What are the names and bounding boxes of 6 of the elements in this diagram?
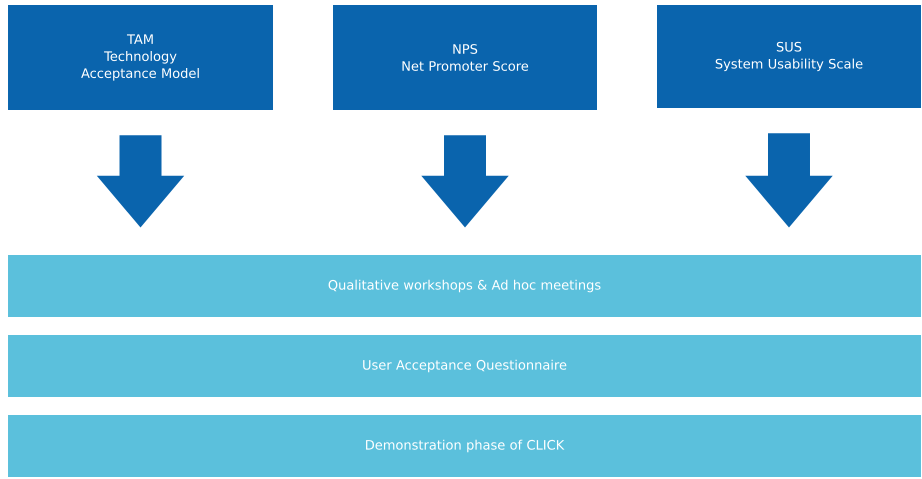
- phase-band: Qualitative workshops & Ad hoc meetings: [8, 255, 921, 317]
- model-box: SUS System Usability Scale: [657, 5, 921, 108]
- phase-band: User Acceptance Questionnaire: [8, 334, 921, 397]
- phase-band: Demonstration phase of CLICK: [8, 414, 921, 477]
- model-box: TAM Technology Acceptance Model: [8, 5, 273, 110]
- model-box: NPS Net Promoter Score: [333, 5, 597, 110]
